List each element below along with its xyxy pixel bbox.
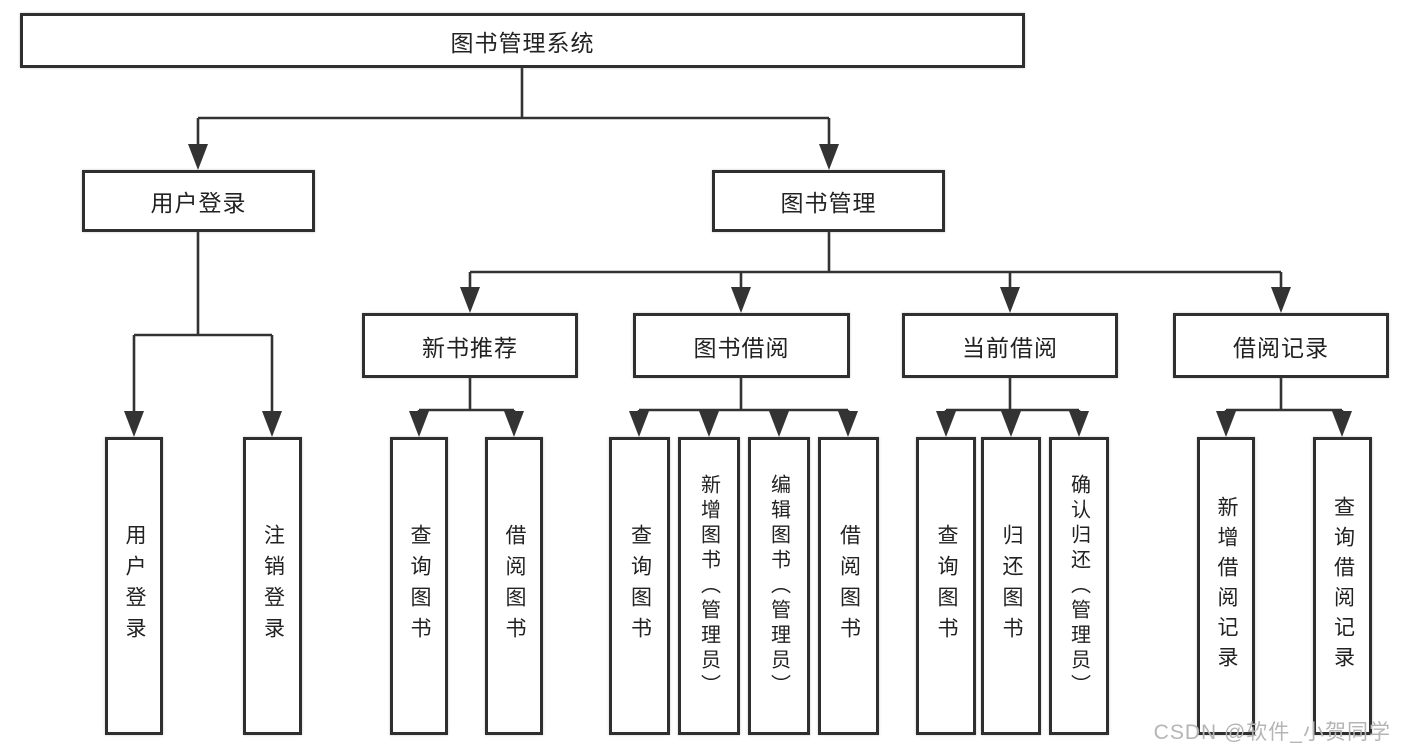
leaf-query-books: 查询图书 [609,437,670,735]
arrowhead-down-icon [731,287,751,313]
node-current-borrowing: 当前借阅 [902,313,1118,378]
arrowhead-down-icon [1216,411,1236,437]
leaf-edit-book-admin: 编辑图书（管理员） [748,437,810,735]
connector-line [196,68,831,146]
connector-line [637,378,850,413]
arrowhead-down-icon [409,411,429,437]
arrowhead-down-icon [1332,411,1352,437]
leaf-label: 查询图书 [408,524,431,648]
connector-line [132,232,274,413]
leaf-borrow-books: 借阅图书 [818,437,879,735]
connector-line [944,378,1081,413]
connector-borrow-records [1216,378,1352,437]
leaf-borrow-books: 借阅图书 [485,437,543,735]
node-borrow-records: 借阅记录 [1173,313,1389,378]
leaf-label: 新增借阅记录 [1215,496,1238,676]
leaf-return-book: 归还图书 [981,437,1041,735]
arrowhead-down-icon [1069,411,1089,437]
csdn-watermark: CSDN @软件_小贺同学 [1153,721,1391,744]
connector-line [417,378,516,413]
node-library-system: 图书管理系统 [20,13,1025,68]
connector-line [1224,378,1344,413]
arrowhead-down-icon [188,144,208,170]
leaf-label: 注销登录 [261,524,285,648]
node-new-book-recommend: 新书推荐 [362,313,578,378]
node-user-login: 用户登录 [82,170,315,232]
leaf-label: 借阅图书 [503,524,526,648]
connector-book-borrowing [629,378,858,437]
arrowhead-down-icon [769,411,789,437]
connector-current-borrowing [936,378,1089,437]
arrowhead-down-icon [1271,287,1291,313]
arrowhead-down-icon [460,287,480,313]
node-book-management: 图书管理 [712,170,945,232]
arrowhead-down-icon [629,411,649,437]
leaf-query-borrow-record: 查询借阅记录 [1313,437,1372,735]
leaf-user-login: 用户登录 [105,437,163,735]
leaf-query-books: 查询图书 [390,437,448,735]
connector-root [188,68,839,170]
arrowhead-down-icon [838,411,858,437]
connector-new-book-recommend [409,378,524,437]
arrowhead-down-icon [1001,411,1021,437]
arrowhead-down-icon [819,144,839,170]
leaf-add-borrow-record: 新增借阅记录 [1197,437,1255,735]
arrowhead-down-icon [262,411,282,437]
leaf-label: 新增图书（管理员） [697,473,720,699]
leaf-label: 编辑图书（管理员） [767,473,790,699]
leaf-label: 查询图书 [628,524,652,648]
leaf-label: 借阅图书 [837,524,861,648]
connector-book-management [460,232,1291,313]
arrowhead-down-icon [124,411,144,437]
leaf-query-books: 查询图书 [916,437,976,735]
connector-user-login [124,232,282,437]
connector-line [468,232,1283,289]
arrowhead-down-icon [936,411,956,437]
leaf-label: 查询借阅记录 [1331,496,1355,676]
node-book-borrowing: 图书借阅 [633,313,850,378]
leaf-confirm-return-admin: 确认归还（管理员） [1049,437,1109,735]
arrowhead-down-icon [1000,287,1020,313]
arrowhead-down-icon [699,411,719,437]
arrowhead-down-icon [504,411,524,437]
leaf-logout: 注销登录 [243,437,302,735]
leaf-label: 查询图书 [935,524,958,648]
leaf-label: 归还图书 [1000,524,1023,648]
leaf-add-book-admin: 新增图书（管理员） [678,437,740,735]
leaf-label: 确认归还（管理员） [1067,473,1090,699]
leaf-label: 用户登录 [123,524,146,648]
